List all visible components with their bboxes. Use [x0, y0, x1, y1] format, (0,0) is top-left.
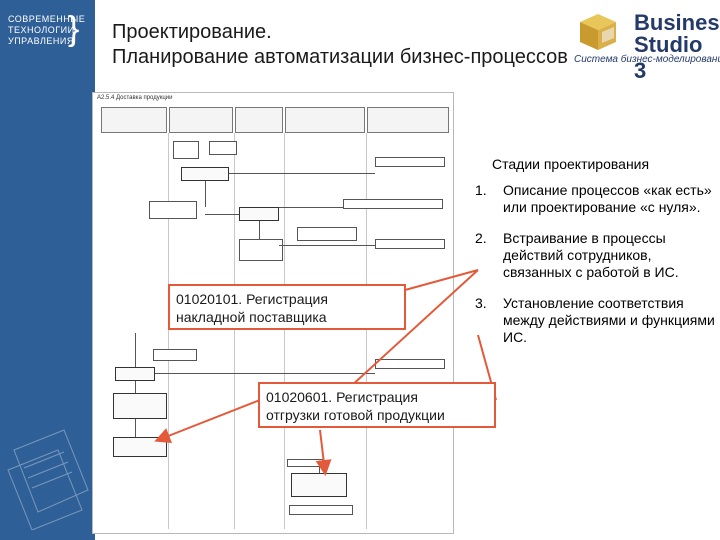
brand-strip [0, 0, 95, 80]
connector-line [279, 207, 343, 208]
company-logo-line2: ТЕХНОЛОГИИ [8, 25, 75, 35]
page-title: Проектирование. Планирование автоматизац… [112, 20, 568, 70]
lane-header [285, 107, 365, 133]
stage-text: Встраивание в процессы действий сотрудни… [503, 230, 679, 280]
stage-text: Установление соответствия между действия… [503, 295, 715, 345]
business-studio-tagline: Система бизнес-моделирования [574, 54, 720, 65]
company-logo-line3: УПРАВЛЕНИЯ [8, 36, 74, 46]
company-logo: СОВРЕМЕННЫЕ ТЕХНОЛОГИИ УПРАВЛЕНИЯ [8, 14, 85, 47]
callout-line2: отгрузки готовой продукции [266, 407, 445, 423]
stage-item: 3. Установление соответствия между дейст… [475, 295, 715, 346]
left-strip [0, 80, 95, 540]
document-shape [297, 227, 357, 241]
lane-header [169, 107, 233, 133]
diagram-title: A2.5.4 Доставка продукции [97, 95, 173, 101]
lane-header [235, 107, 283, 133]
process-step [291, 473, 347, 497]
lane-header [101, 107, 167, 133]
callout-line2: накладной поставщика [176, 309, 327, 325]
connector-line [135, 419, 136, 437]
document-shape [239, 239, 283, 261]
connector-line [205, 214, 239, 215]
process-step [113, 437, 167, 457]
document-shape [375, 359, 445, 369]
document-shape [173, 141, 199, 159]
stage-item: 2. Встраивание в процессы действий сотру… [475, 230, 715, 281]
stage-text: Описание процессов «как есть» или проект… [503, 182, 712, 215]
page-title-line1: Проектирование. [112, 21, 272, 43]
business-studio-name1: Business [634, 10, 720, 35]
document-shape [287, 459, 323, 467]
document-shape [149, 201, 197, 219]
decorative-documents-icon [7, 429, 89, 530]
process-step [181, 167, 229, 181]
connector-line [155, 373, 375, 374]
connector-line [229, 173, 375, 174]
document-shape [209, 141, 237, 155]
brace-icon: } [68, 10, 80, 48]
callout-box: 01020601. Регистрация отгрузки готовой п… [258, 382, 496, 428]
connector-line [319, 467, 320, 473]
business-studio-name2: Studio 3 [634, 32, 703, 83]
callout-line1: 01020601. Регистрация [266, 389, 418, 405]
stage-number: 3. [475, 295, 487, 311]
document-shape [375, 157, 445, 167]
lane-divider [168, 133, 169, 529]
stage-number: 2. [475, 230, 487, 246]
document-shape [375, 239, 445, 249]
lane-header [367, 107, 449, 133]
document-shape [153, 349, 197, 361]
cubes-icon [580, 14, 616, 50]
document-shape [289, 505, 353, 515]
stage-number: 1. [475, 182, 487, 198]
stage-item: 1. Описание процессов «как есть» или про… [475, 182, 715, 216]
page-title-line2: Планирование автоматизации бизнес-процес… [112, 46, 568, 68]
document-shape [343, 199, 443, 209]
company-logo-line1: СОВРЕМЕННЫЕ [8, 14, 86, 24]
lane-divider [234, 133, 235, 529]
stages-list: 1. Описание процессов «как есть» или про… [475, 182, 715, 360]
callout-line1: 01020101. Регистрация [176, 291, 328, 307]
connector-line [135, 333, 136, 367]
connector-line [279, 245, 375, 246]
connector-line [205, 181, 206, 207]
process-step [113, 393, 167, 419]
stages-title: Стадии проектирования [492, 156, 650, 172]
process-step [239, 207, 279, 221]
connector-line [259, 221, 260, 239]
lane-divider [366, 133, 367, 529]
connector-line [135, 381, 136, 393]
callout-box: 01020101. Регистрация накладной поставщи… [168, 284, 406, 330]
process-step [115, 367, 155, 381]
business-studio-logo: Business Studio 3 Система бизнес-моделир… [570, 10, 720, 83]
lane-divider [284, 133, 285, 529]
